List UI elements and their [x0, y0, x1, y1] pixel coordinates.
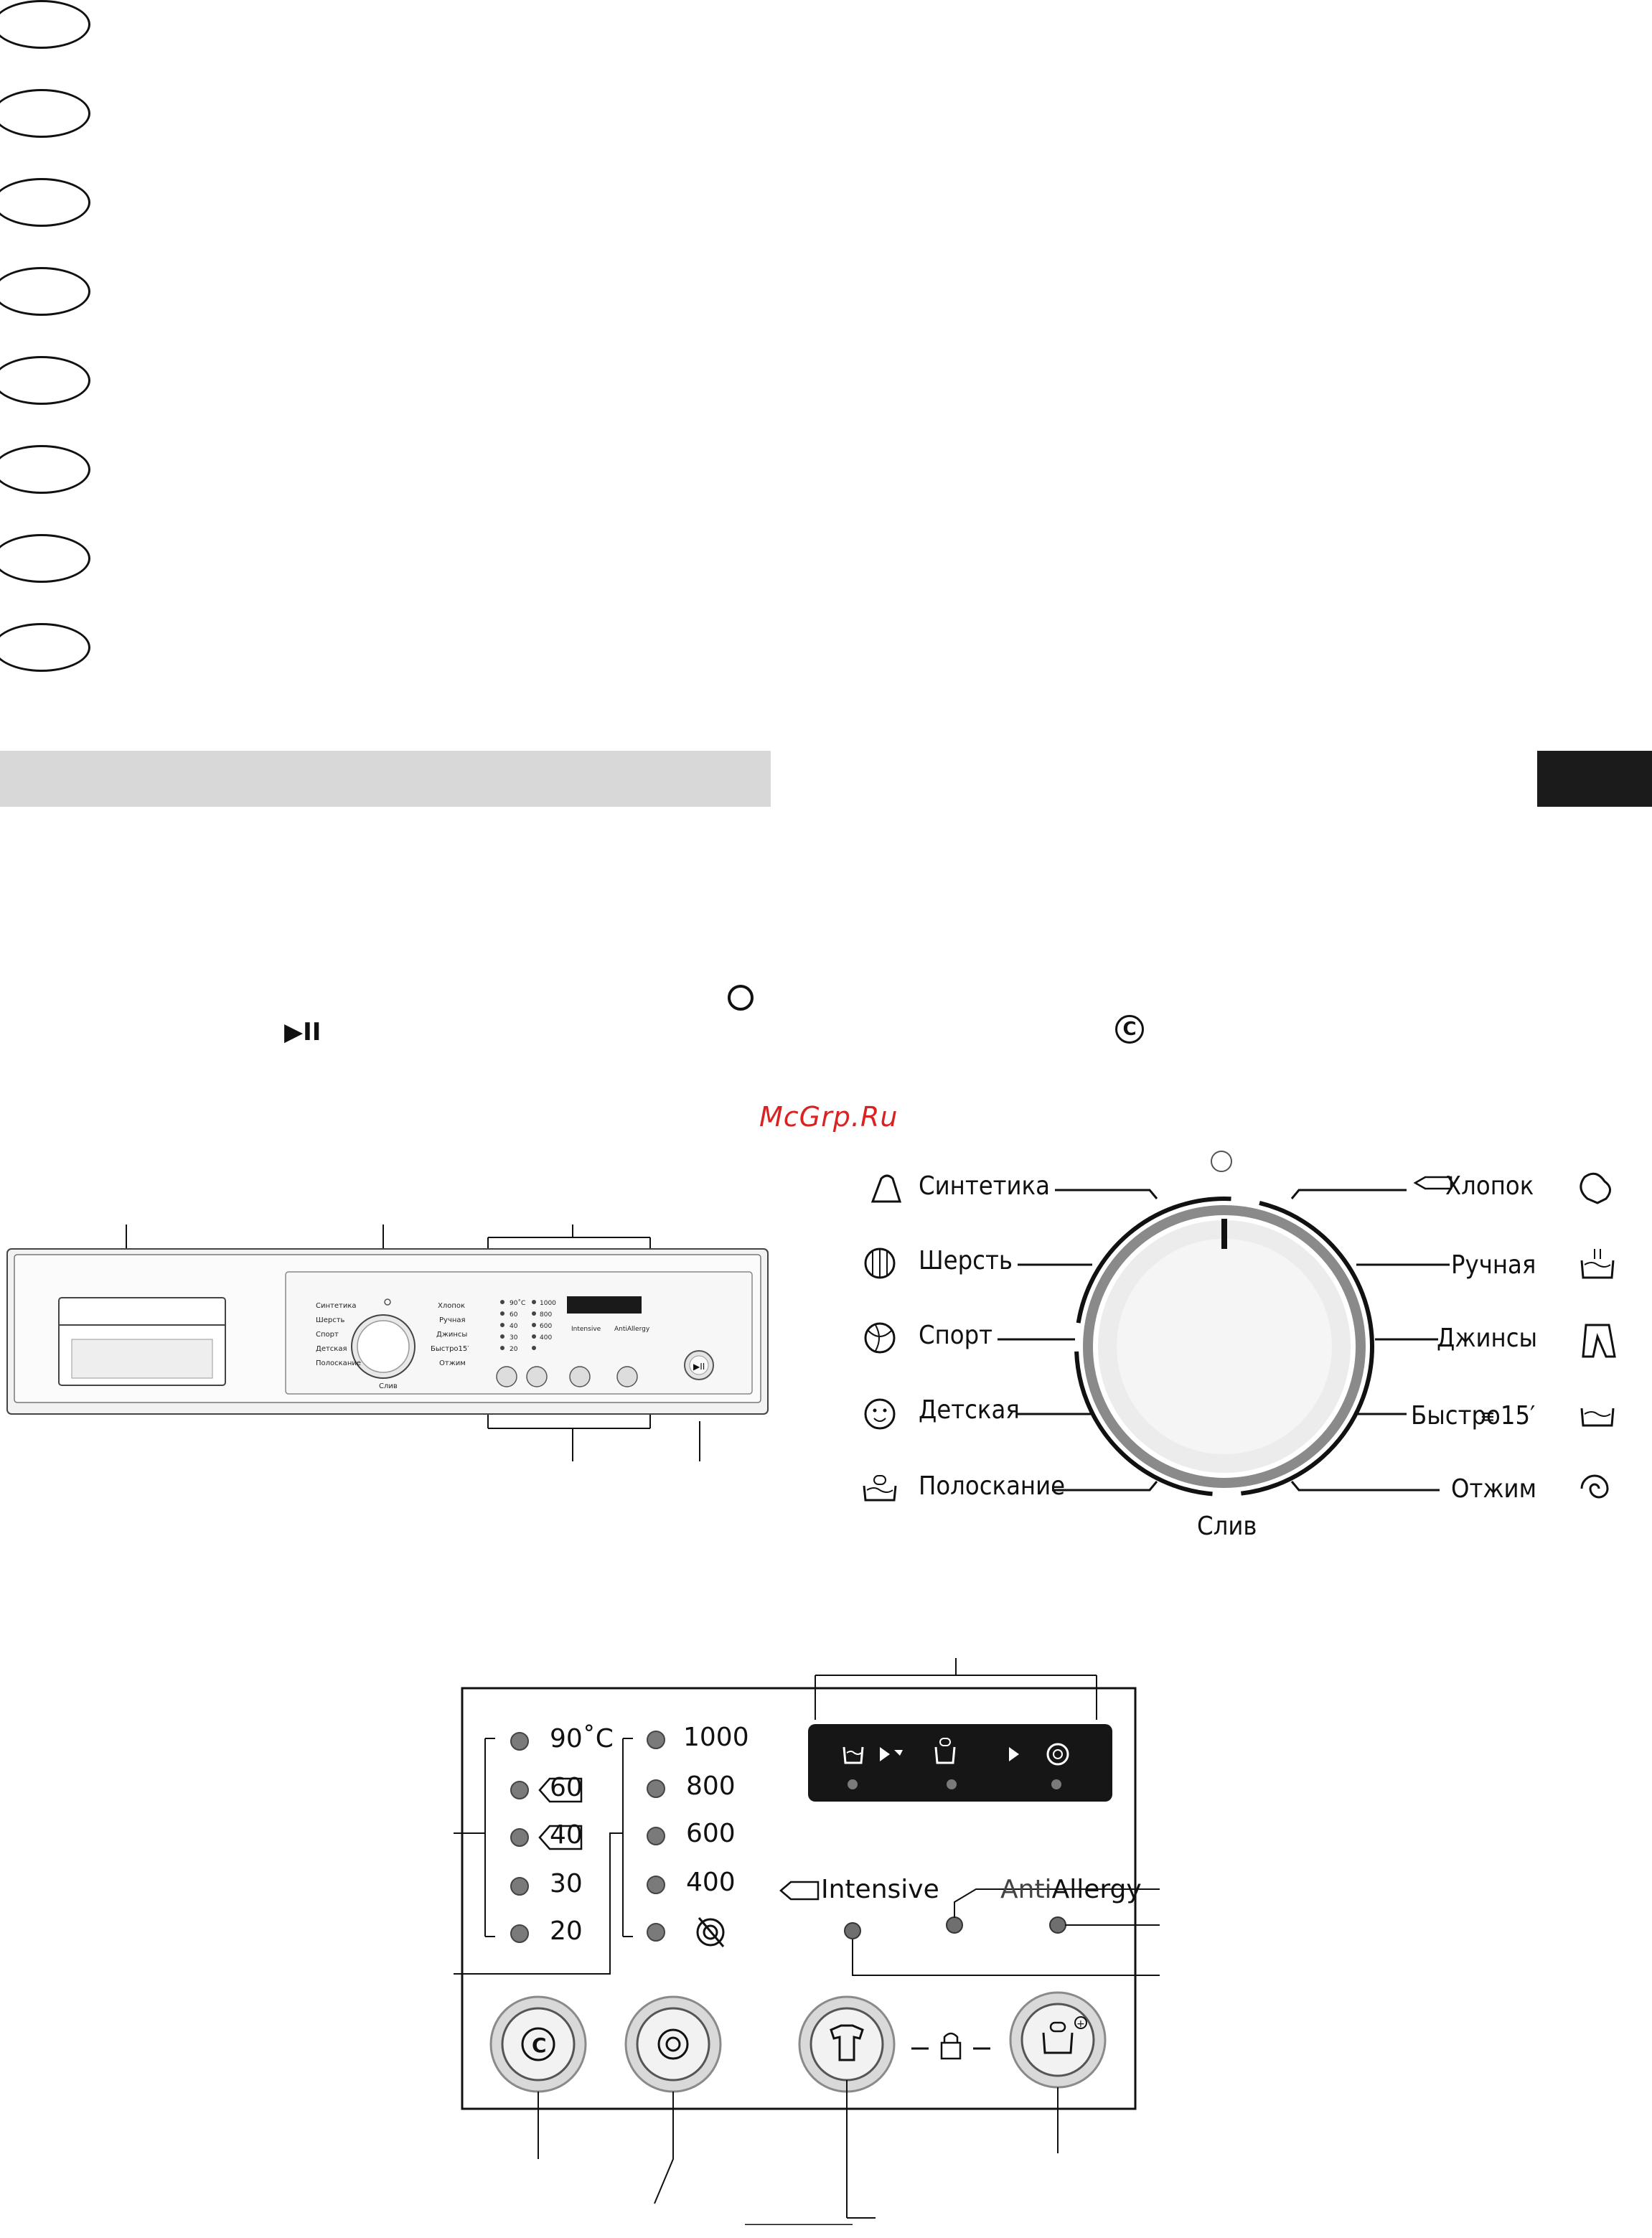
svg-text:C: C: [532, 2033, 547, 2057]
program-dial-diagram: ≡: [863, 1151, 1616, 1502]
overview-antiallergy: AntiAllergy: [614, 1326, 650, 1333]
temp-label-90: 90˚C: [550, 1724, 614, 1754]
delay-icon: C: [1115, 1015, 1144, 1044]
start-pause-icon: ▶II: [284, 1018, 322, 1047]
dial-program-handwash: Ручная: [1451, 1250, 1536, 1280]
delay-button-graphic: C: [489, 1995, 587, 2093]
overview-spin-4: 400: [540, 1334, 552, 1342]
spin-label-400: 400: [686, 1868, 736, 1897]
temp-label-60: 60: [550, 1773, 583, 1802]
overview-temp-4: 30: [510, 1334, 518, 1342]
section-side-tab: [1537, 751, 1652, 807]
machine-overview-diagram: ▶II Синтетика Шерсть Спорт Детская Полос…: [6, 1225, 769, 1461]
control-panel-diagram: C +: [454, 1658, 1160, 2225]
dial-program-drain: Слив: [1197, 1512, 1257, 1541]
power-symbol-icon: [728, 985, 754, 1011]
intensive-tag-icon: [1413, 1176, 1452, 1190]
spin-label-800: 800: [686, 1771, 736, 1801]
overview-prog-right-1: Хлопок: [438, 1302, 465, 1310]
dial-program-rinse: Полоскание: [919, 1471, 1066, 1501]
overview-temp-5: 20: [510, 1346, 518, 1353]
language-marker-2: [0, 89, 90, 138]
sport-ball-icon: [864, 1322, 896, 1354]
intensive-label: Intensive: [821, 1875, 939, 1904]
spin-icon: [1580, 1474, 1609, 1499]
dial-program-jeans: Джинсы: [1437, 1324, 1538, 1353]
language-marker-1: [0, 0, 90, 49]
svg-text:▶II: ▶II: [693, 1362, 705, 1372]
cotton-icon: [1580, 1172, 1611, 1204]
quick-wash-icon: [1580, 1408, 1615, 1427]
overview-spin-1: 1000: [540, 1300, 556, 1307]
overview-prog-left-4: Детская: [316, 1345, 347, 1353]
overview-intensive: Intensive: [571, 1326, 601, 1333]
synthetics-icon: [870, 1174, 902, 1203]
dial-program-synthetics: Синтетика: [919, 1171, 1050, 1201]
overview-prog-left-2: Шерсть: [316, 1316, 345, 1324]
language-marker-3: [0, 178, 90, 227]
antiallergy-button-graphic: +: [1009, 1991, 1107, 2089]
spin-label-600: 600: [686, 1819, 736, 1848]
dial-program-baby: Детская: [919, 1395, 1020, 1425]
language-marker-5: [0, 356, 90, 405]
svg-text:≡: ≡: [1480, 1406, 1496, 1428]
overview-prog-bottom: Слив: [379, 1382, 398, 1390]
dial-program-quick15: Быстро15′: [1411, 1401, 1536, 1431]
antiallergy-label-prefix: Anti: [1000, 1875, 1052, 1904]
dial-program-wool: Шерсть: [919, 1246, 1013, 1275]
rinse-icon: [863, 1485, 897, 1502]
option-button-graphic: [798, 1995, 896, 2093]
overview-prog-right-2: Ручная: [439, 1316, 466, 1324]
overview-temp-1: 90˚C: [510, 1299, 525, 1307]
overview-prog-right-3: Джинсы: [436, 1331, 467, 1339]
dial-program-sport: Спорт: [919, 1321, 993, 1350]
no-spin-icon: [696, 1917, 725, 1947]
spin-button-graphic: [624, 1995, 722, 2093]
jeans-icon: [1582, 1324, 1616, 1358]
watermark: McGrp.Ru: [759, 1101, 898, 1133]
antiallergy-label-suffix: Allergy: [1051, 1875, 1142, 1904]
language-marker-8: [0, 623, 90, 672]
antiallergy-label: AntiAllergy: [1000, 1875, 1142, 1904]
language-marker-4: [0, 267, 90, 316]
temp-label-30: 30: [550, 1869, 583, 1898]
temp-label-40: 40: [550, 1820, 583, 1850]
overview-prog-left-3: Спорт: [316, 1331, 339, 1339]
baby-face-icon: [864, 1398, 896, 1430]
spin-label-1000: 1000: [683, 1723, 749, 1752]
overview-spin-2: 800: [540, 1311, 552, 1319]
overview-temp-2: 60: [510, 1311, 518, 1319]
dial-program-spin: Отжим: [1451, 1474, 1537, 1504]
overview-temp-3: 40: [510, 1323, 518, 1330]
handwash-icon: [1580, 1260, 1615, 1279]
temp-label-20: 20: [550, 1916, 583, 1946]
dial-program-cotton: Хлопок: [1445, 1171, 1534, 1201]
overview-prog-right-5: Отжим: [439, 1359, 466, 1367]
overview-prog-left-1: Синтетика: [316, 1302, 357, 1310]
language-marker-7: [0, 534, 90, 583]
child-lock-icon: [940, 2041, 962, 2060]
svg-text:+: +: [1076, 2018, 1085, 2030]
language-marker-6: [0, 445, 90, 494]
overview-prog-right-4: Быстро15′: [431, 1345, 469, 1353]
overview-prog-left-5: Полоскание: [316, 1359, 361, 1367]
overview-spin-3: 600: [540, 1323, 552, 1330]
section-header-bar: [0, 751, 771, 807]
